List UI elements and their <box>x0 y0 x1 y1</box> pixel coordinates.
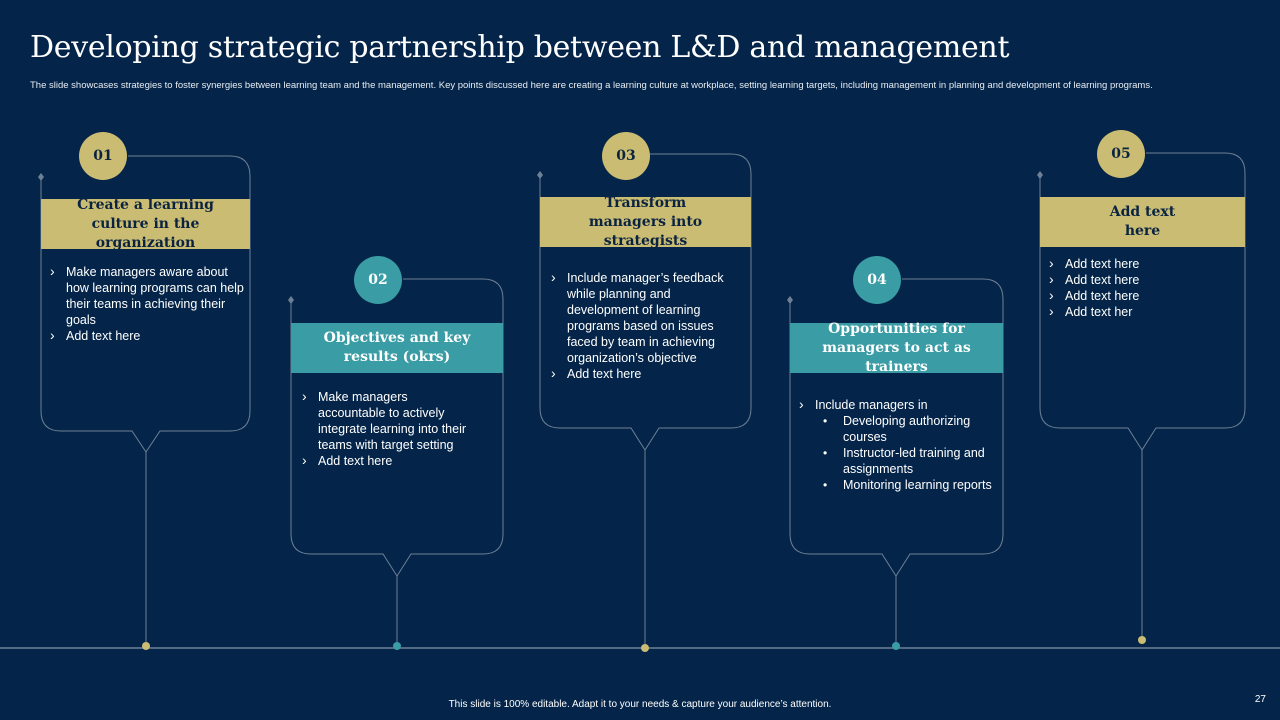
card-outline-03 <box>539 153 752 451</box>
list-item: Include manager’s feedback while plannin… <box>547 269 739 366</box>
list-item: Add text here <box>1045 271 1235 288</box>
card-diamond-05 <box>1037 171 1043 179</box>
list-item: Add text here <box>1045 287 1235 304</box>
timeline-node-05 <box>1138 636 1146 644</box>
timeline-node-03 <box>641 644 649 652</box>
timeline-node-02 <box>393 642 401 650</box>
sub-list-item: Developing authorizing courses <box>795 413 995 445</box>
card-outline-01 <box>40 155 251 453</box>
list-item: Make managers aware about how learning p… <box>46 263 244 328</box>
timeline-node-01 <box>142 642 150 650</box>
card-body-05: Add text here Add text here Add text her… <box>1045 255 1235 320</box>
card-heading-04: Opportunities for managers to act as tra… <box>790 321 1003 375</box>
card-outline-05 <box>1039 152 1246 451</box>
slide-title: Developing strategic partnership between… <box>30 30 1010 65</box>
card-body-01: Make managers aware about how learning p… <box>46 263 244 344</box>
slide-subtitle: The slide showcases strategies to foster… <box>30 80 1153 91</box>
card-outline-02 <box>290 278 504 577</box>
slide-footer: This slide is 100% editable. Adapt it to… <box>448 699 832 710</box>
step-badge-02: 02 <box>354 256 402 304</box>
list-item: Add text here <box>547 365 739 382</box>
card-heading-01: Create a learning culture in the organiz… <box>41 197 250 251</box>
card-body-04: Include managers in Developing authorizi… <box>795 396 995 493</box>
card-outline-04 <box>789 278 1004 577</box>
card-diamond-01 <box>38 173 44 181</box>
timeline-node-04 <box>892 642 900 650</box>
card-diamond-04 <box>787 296 793 304</box>
card-heading-03: Transform managers into strategists <box>540 195 751 249</box>
list-item: Add text here <box>298 452 468 469</box>
step-badge-05: 05 <box>1097 130 1145 178</box>
list-item: Add text here <box>1045 255 1235 272</box>
card-body-03: Include manager’s feedback while plannin… <box>547 269 739 382</box>
step-badge-01: 01 <box>79 132 127 180</box>
step-badge-04: 04 <box>853 256 901 304</box>
card-body-02: Make managers accountable to actively in… <box>298 388 468 469</box>
list-item: Add text here <box>46 327 244 344</box>
list-item: Include managers in <box>795 396 995 413</box>
card-heading-05: Add text here <box>1040 197 1245 247</box>
list-item: Add text her <box>1045 303 1235 320</box>
list-item: Make managers accountable to actively in… <box>298 388 468 453</box>
sub-list-item: Monitoring learning reports <box>795 477 995 493</box>
step-badge-03: 03 <box>602 132 650 180</box>
page-number: 27 <box>1254 694 1266 705</box>
card-diamond-02 <box>288 296 294 304</box>
card-diamond-03 <box>537 171 543 179</box>
card-heading-02: Objectives and key results (okrs) <box>291 323 503 373</box>
sub-list-item: Instructor-led training and assignments <box>795 445 995 477</box>
